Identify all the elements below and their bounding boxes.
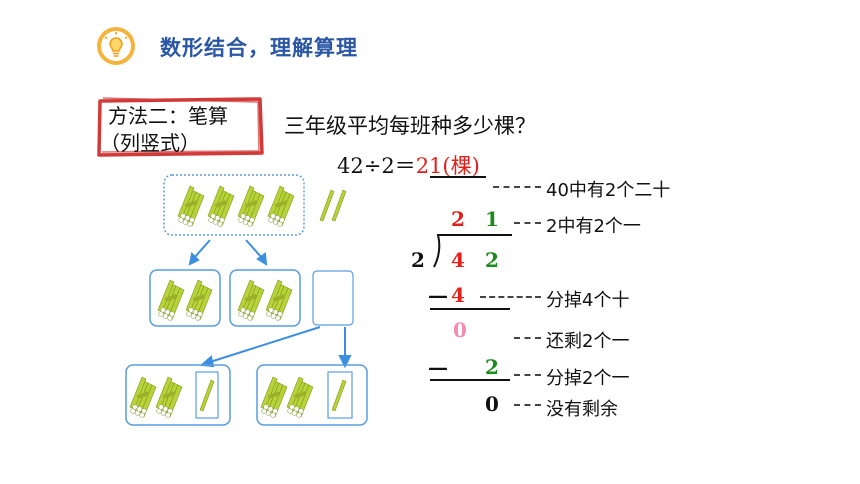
page-title: 数形结合，理解算理 xyxy=(160,36,358,60)
group-box-4 xyxy=(256,364,368,426)
leader-line xyxy=(514,222,541,224)
question-text: 三年级平均每班种多少棵？ xyxy=(284,114,536,138)
method-title: 方法二：笔算 xyxy=(108,104,228,128)
step2-subtrahend: 2 xyxy=(485,355,499,379)
step1-remainder: 0 xyxy=(453,318,467,342)
note-step: 2中有2个一 xyxy=(546,216,641,237)
leader-line xyxy=(514,337,541,339)
minus-sign-1: — xyxy=(428,283,448,307)
division-bracket xyxy=(433,234,512,268)
note-step: 分掉4个十 xyxy=(546,290,630,311)
group-box-1 xyxy=(149,269,221,327)
lightbulb-icon xyxy=(97,27,135,65)
step2-line xyxy=(430,379,510,381)
note-step: 分掉2个一 xyxy=(546,368,630,389)
ones-box xyxy=(312,270,354,326)
group-box-2 xyxy=(229,269,301,327)
step1-line xyxy=(430,308,510,310)
bundle xyxy=(177,185,205,227)
single-stick xyxy=(331,189,347,222)
note-step: 还剩2个一 xyxy=(546,331,630,352)
answer-underline xyxy=(430,176,486,178)
leader-line xyxy=(514,404,541,406)
leader-line xyxy=(493,186,541,188)
single-stick xyxy=(319,189,335,222)
bundle xyxy=(207,185,235,227)
note-step: 没有剩余 xyxy=(546,399,618,420)
dividend-ones: 2 xyxy=(485,248,499,272)
final-remainder: 0 xyxy=(485,392,499,416)
bundle xyxy=(237,185,265,227)
bundle xyxy=(267,185,295,227)
equation: 42÷2＝21(棵) xyxy=(337,150,480,180)
note-step: 40中有2个二十 xyxy=(546,180,671,201)
quotient-tens: 2 xyxy=(451,207,465,231)
group-box-3 xyxy=(125,364,231,426)
quotient-ones: 1 xyxy=(485,207,499,231)
leader-line xyxy=(480,296,541,298)
method-subtitle: （列竖式） xyxy=(100,131,200,155)
dividend-tens: 4 xyxy=(451,248,465,272)
method-frame xyxy=(97,97,264,157)
equation-expression: 42÷2＝ xyxy=(337,154,416,178)
step1-subtrahend: 4 xyxy=(451,283,465,307)
equation-answer: 21(棵) xyxy=(415,154,480,178)
sticks-illustration xyxy=(125,174,368,426)
whole-box xyxy=(163,174,305,236)
minus-sign-2: — xyxy=(428,355,448,379)
method-label-box: 方法二：笔算 （列竖式） xyxy=(96,95,264,157)
divisor: 2 xyxy=(411,248,425,272)
leader-line xyxy=(514,374,541,376)
